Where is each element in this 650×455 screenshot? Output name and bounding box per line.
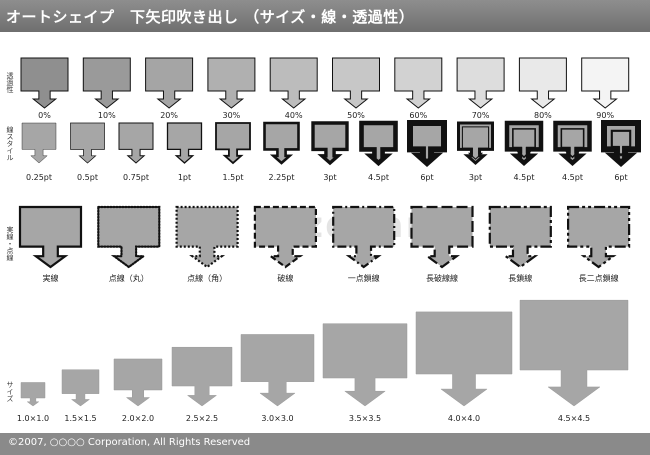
transparency-label: 50% bbox=[347, 111, 365, 120]
transparency-label: 20% bbox=[160, 111, 178, 120]
row-label-solid-dotted: 実線・点線 bbox=[6, 226, 14, 261]
size-shape bbox=[519, 299, 629, 407]
size-shape bbox=[20, 382, 46, 407]
transparency-shape bbox=[518, 57, 567, 109]
line-weight-shape bbox=[553, 120, 592, 167]
row-label-line-style: 線スタイル bbox=[6, 126, 14, 161]
dash-style-label: 長二点鎖線 bbox=[578, 274, 619, 283]
size-shape bbox=[171, 346, 233, 407]
dash-style-label: 一点鎖線 bbox=[347, 274, 380, 283]
transparency-shape bbox=[456, 57, 505, 109]
row-label-transparency: 透過性 bbox=[6, 72, 14, 93]
copyright-text: ©2007, ○○○○ Corporation, All Rights Rese… bbox=[8, 437, 251, 448]
page-header: オートシェイプ 下矢印吹き出し （サイズ・線・透過性） bbox=[0, 0, 650, 32]
transparency-shape bbox=[269, 57, 318, 109]
line-weight-label: 3pt bbox=[323, 173, 337, 182]
line-weight-shape bbox=[166, 122, 203, 164]
inner-line bbox=[610, 129, 632, 157]
page-title: オートシェイプ 下矢印吹き出し （サイズ・線・透過性） bbox=[6, 8, 415, 26]
dash-style-label: 長鎖線 bbox=[508, 274, 533, 283]
line-weight-label: 4.5pt bbox=[562, 173, 583, 182]
transparency-label: 40% bbox=[284, 111, 303, 120]
dash-style-shape bbox=[488, 205, 552, 269]
size-label: 1.5×1.5 bbox=[64, 414, 97, 423]
dash-style-label: 破線 bbox=[277, 274, 294, 283]
transparency-shape bbox=[82, 57, 131, 109]
line-weight-shape bbox=[311, 121, 349, 166]
line-weight-label: 4.5pt bbox=[513, 173, 535, 182]
dash-style-label: 長破線線 bbox=[426, 274, 458, 283]
dash-style-label: 実線 bbox=[42, 274, 59, 283]
transparency-label: 30% bbox=[222, 111, 241, 120]
transparency-shape bbox=[394, 57, 443, 109]
line-weight-label: 0.25pt bbox=[25, 173, 53, 182]
line-weight-shape bbox=[21, 122, 57, 164]
size-label: 3.5×3.5 bbox=[348, 414, 382, 423]
line-weight-shape bbox=[457, 121, 494, 166]
transparency-shape bbox=[581, 57, 630, 109]
size-label: 3.0×3.0 bbox=[261, 414, 294, 423]
dash-style-shape bbox=[175, 205, 239, 269]
transparency-label: 10% bbox=[97, 111, 116, 120]
line-weight-label: 4.5pt bbox=[368, 173, 389, 182]
page-footer: ©2007, ○○○○ Corporation, All Rights Rese… bbox=[0, 433, 650, 455]
inner-line bbox=[560, 128, 585, 159]
transparency-shape bbox=[207, 57, 256, 109]
size-shape bbox=[61, 369, 100, 407]
transparency-shape bbox=[332, 57, 380, 109]
line-weight-label: 2.25pt bbox=[268, 173, 295, 182]
line-weight-shape bbox=[504, 120, 544, 167]
transparency-label: 60% bbox=[409, 111, 428, 120]
size-label: 4.5×4.5 bbox=[557, 414, 591, 423]
line-weight-label: 0.75pt bbox=[122, 173, 150, 182]
transparency-label: 80% bbox=[534, 111, 552, 120]
line-weight-label: 3pt bbox=[468, 173, 483, 182]
size-shape bbox=[240, 334, 315, 407]
size-label: 4.0×4.0 bbox=[447, 414, 481, 423]
transparency-label: 70% bbox=[471, 111, 490, 120]
transparency-shape bbox=[145, 57, 194, 109]
dash-style-shape bbox=[253, 205, 317, 269]
transparency-shape bbox=[20, 57, 69, 109]
line-weight-shape bbox=[118, 122, 154, 164]
size-label: 2.0×2.0 bbox=[121, 414, 155, 423]
line-weight-shape bbox=[601, 120, 641, 168]
inner-line bbox=[461, 126, 490, 160]
line-weight-shape bbox=[263, 121, 300, 165]
row-label-size: サイズ bbox=[6, 381, 14, 402]
transparency-label: 90% bbox=[596, 111, 615, 120]
line-weight-shape bbox=[359, 120, 398, 167]
dash-style-shape bbox=[18, 205, 83, 269]
line-weight-label: 1pt bbox=[177, 173, 192, 182]
transparency-label: 0% bbox=[38, 111, 51, 120]
dash-style-shape bbox=[410, 205, 474, 269]
size-shape bbox=[322, 323, 408, 407]
size-label: 2.5×2.5 bbox=[185, 414, 219, 423]
line-weight-label: 0.5pt bbox=[77, 173, 98, 182]
line-weight-shape bbox=[70, 122, 105, 164]
size-label: 1.0×1.0 bbox=[16, 414, 50, 423]
line-weight-label: 6pt bbox=[614, 173, 628, 182]
dash-style-label: 点線（丸） bbox=[108, 274, 149, 283]
dash-style-shape bbox=[567, 205, 631, 269]
inner-line bbox=[512, 128, 536, 159]
dash-style-shape bbox=[332, 205, 396, 269]
line-weight-label: 6pt bbox=[420, 173, 434, 182]
size-shape bbox=[415, 311, 513, 407]
size-shape bbox=[113, 358, 163, 407]
line-weight-shape bbox=[215, 122, 251, 165]
dash-style-shape bbox=[97, 205, 161, 269]
line-weight-label: 1.5pt bbox=[222, 173, 244, 182]
line-weight-shape bbox=[407, 120, 447, 168]
dash-style-label: 点線（角） bbox=[187, 274, 228, 283]
